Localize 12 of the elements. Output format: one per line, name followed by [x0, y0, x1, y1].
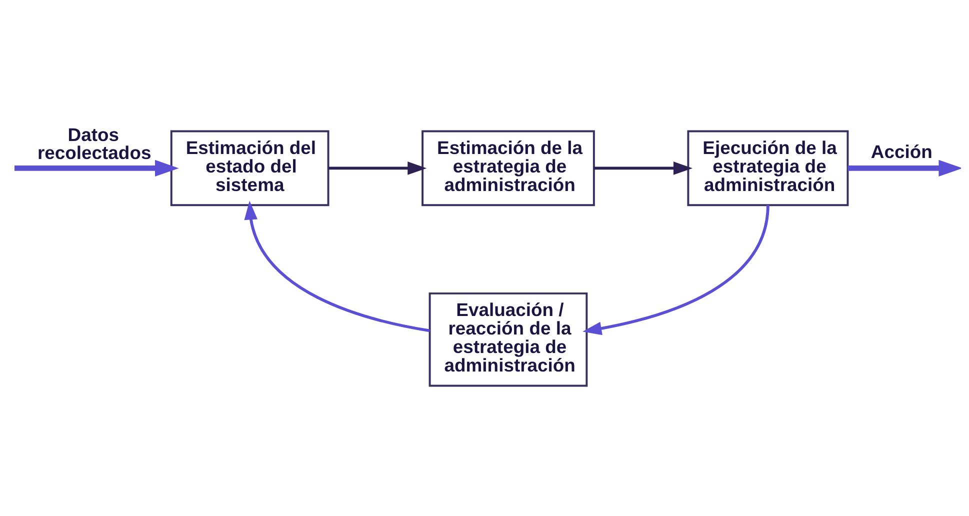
node-box: Ejecución de la estrategia de administración: [687, 130, 849, 206]
arrow: [328, 161, 427, 174]
node-box: Evaluación / reacción de la estrategia de administración: [428, 292, 588, 386]
node-box: Estimación de la estrategia de administración: [422, 130, 595, 206]
arrow: [582, 204, 770, 335]
arrow: [244, 200, 430, 332]
node-box: Estimación del estado del sistema: [170, 130, 330, 206]
arrow: [848, 159, 961, 176]
arrow: [14, 159, 179, 176]
arrow: [594, 161, 692, 174]
edge-label: Datos recolectados: [37, 123, 152, 163]
edge-label: Acción: [870, 140, 932, 162]
